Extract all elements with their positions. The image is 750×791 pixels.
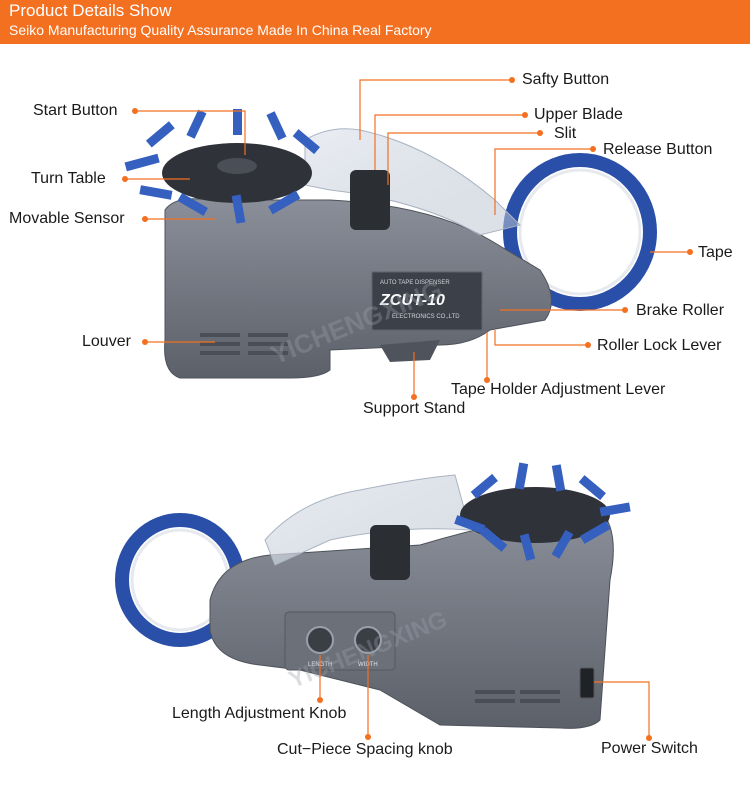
support-stand [380,340,440,362]
page-subtitle: Seiko Manufacturing Quality Assurance Ma… [9,22,432,38]
label-length-adjustment-knob: Length Adjustment Knob [172,705,347,722]
nameplate-company: ELECTRONICS CO.,LTD [392,314,460,320]
turn-table [124,109,320,224]
louver-slots [200,333,288,355]
power-switch-icon [579,667,595,699]
nameplate-brand: AUTO TAPE DISPENSER [380,280,450,286]
label-power-switch: Power Switch [601,740,698,757]
label-support-stand: Support Stand [363,400,466,417]
top-device: AUTO TAPE DISPENSER ZCUT-10 ELECTRONICS … [124,109,657,379]
label-brake-roller: Brake Roller [636,302,725,319]
label-upper-blade: Upper Blade [534,106,623,123]
nameplate-model: ZCUT-10 [379,292,445,309]
bottom-device: LENGTH WIDTH [115,462,631,729]
leader-lines [125,79,690,738]
header-banner: Product Details Show Seiko Manufacturing… [0,0,750,44]
label-cut-piece-spacing-knob: Cut−Piece Spacing knob [277,741,453,758]
label-movable-sensor: Movable Sensor [9,210,125,227]
label-tape: Tape [698,244,733,261]
label-release-button: Release Button [603,141,713,158]
leader-dots [122,77,693,741]
width-knob-icon [354,626,382,654]
nameplate [371,271,483,331]
turn-table-bottom [454,462,631,561]
label-tape-holder-adjustment-lever: Tape Holder Adjustment Lever [451,381,666,398]
main-body-bottom [209,509,614,729]
label-slit: Slit [554,125,577,142]
length-knob-icon [306,626,334,654]
mechanism [350,170,390,230]
label-safty-button: Safty Button [522,71,610,88]
tape-roll [503,153,657,311]
label-roller-lock-lever: Roller Lock Lever [597,337,722,354]
label-start-button: Start Button [33,102,118,119]
page-title: Product Details Show [9,1,172,20]
label-turn-table: Turn Table [31,170,106,187]
label-louver: Louver [82,333,131,350]
